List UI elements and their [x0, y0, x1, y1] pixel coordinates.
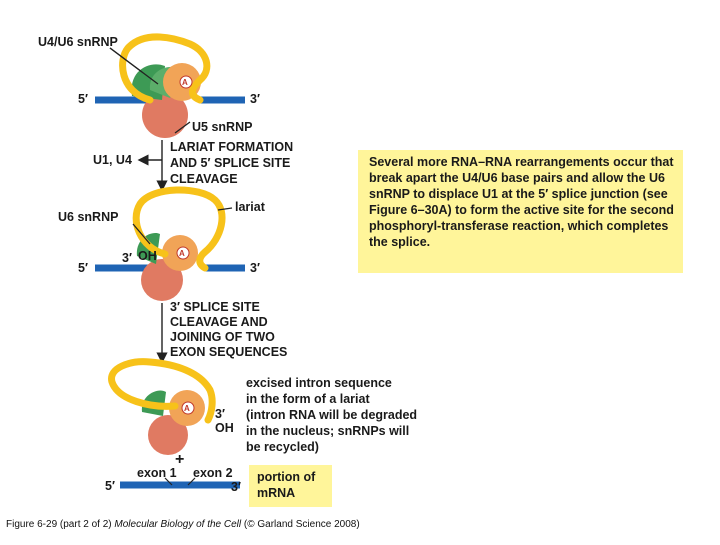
u5-snrnp-3	[148, 415, 188, 455]
oh-label-a: OH	[138, 249, 157, 263]
step1-line1: LARIAT FORMATION	[170, 140, 294, 154]
lariat-pointer	[217, 207, 233, 211]
u5-snrnp-2	[141, 259, 183, 301]
three-prime-oh-label-a: 3′	[122, 251, 132, 265]
three-prime-oh-label-b: 3′	[215, 407, 225, 421]
branch-adenine-1	[179, 75, 193, 89]
step2-line2: CLEAVAGE AND	[170, 315, 268, 329]
step2-line3: JOINING OF TWO	[170, 330, 275, 344]
u5-snrnp-1	[142, 92, 188, 138]
u4u6-snrnp-label: U4/U6 snRNP	[38, 35, 118, 49]
intron-lariat-1	[119, 33, 211, 104]
caption-prefix: Figure 6-29 (part 2 of 2)	[6, 519, 115, 530]
intron-lariat-2	[132, 186, 226, 272]
excised-line2: in the form of a lariat	[246, 392, 370, 406]
u4u6-pointer-b	[109, 47, 159, 85]
exon2-pointer	[187, 477, 196, 486]
five-prime-label-3: 5′	[105, 479, 115, 493]
adenine-label-3: A	[184, 404, 190, 413]
branch-adenine-3	[181, 401, 195, 415]
u5-pointer	[174, 121, 191, 134]
stage-2	[95, 186, 245, 301]
excised-intron-lariat	[108, 358, 216, 424]
adenine-label-2: A	[179, 249, 185, 258]
five-prime-label-2: 5′	[78, 261, 88, 275]
mrna-note-line2: mRNA	[257, 486, 296, 500]
u6-pointer	[132, 223, 151, 245]
step2-line1: 3′ SPLICE SITE	[170, 300, 260, 314]
excised-line5: be recycled)	[246, 440, 319, 454]
excised-line4: in the nucleus; snRNPs will	[246, 424, 410, 438]
excised-line3: (intron RNA will be degraded	[246, 408, 418, 422]
exon2-label: exon 2	[193, 466, 233, 480]
figure-caption: Figure 6-29 (part 2 of 2) Molecular Biol…	[6, 519, 360, 530]
adenine-label-1: A	[182, 78, 188, 87]
three-prime-label-1: 3′	[250, 92, 260, 106]
step1-line2: AND 5′ SPLICE SITE	[170, 156, 291, 170]
caption-book-title: Molecular Biology of the Cell	[114, 519, 242, 530]
exon1-label: exon 1	[137, 466, 177, 480]
u5-snrnp-label: U5 snRNP	[192, 120, 253, 134]
oh-label-b: OH	[215, 421, 234, 435]
exon1-pointer	[164, 477, 173, 486]
three-prime-label-2: 3′	[250, 261, 260, 275]
mrna-note: portion of mRNA	[249, 465, 332, 507]
plus-sign: +	[175, 451, 185, 468]
five-prime-label-1: 5′	[78, 92, 88, 106]
u1-u4-label: U1, U4	[93, 153, 132, 167]
u6-snrnp-label: U6 snRNP	[58, 210, 119, 224]
step2-line4: EXON SEQUENCES	[170, 345, 288, 359]
step1-line3: CLEAVAGE	[170, 172, 238, 186]
three-prime-label-3: 3′	[231, 480, 241, 494]
mrna-note-line1: portion of	[257, 470, 316, 484]
excised-line1: excised intron sequence	[246, 376, 392, 390]
explanation-note-text: Several more RNA–RNA rearrangements occu…	[369, 155, 674, 249]
mrna-note-text: portion of mRNA	[257, 469, 315, 501]
branch-adenine-2	[176, 246, 190, 260]
stage-3	[108, 358, 240, 489]
stage-1	[95, 33, 245, 138]
explanation-note: Several more RNA–RNA rearrangements occu…	[358, 150, 683, 273]
caption-suffix: (© Garland Science 2008)	[241, 519, 360, 530]
lariat-label: lariat	[235, 200, 265, 214]
